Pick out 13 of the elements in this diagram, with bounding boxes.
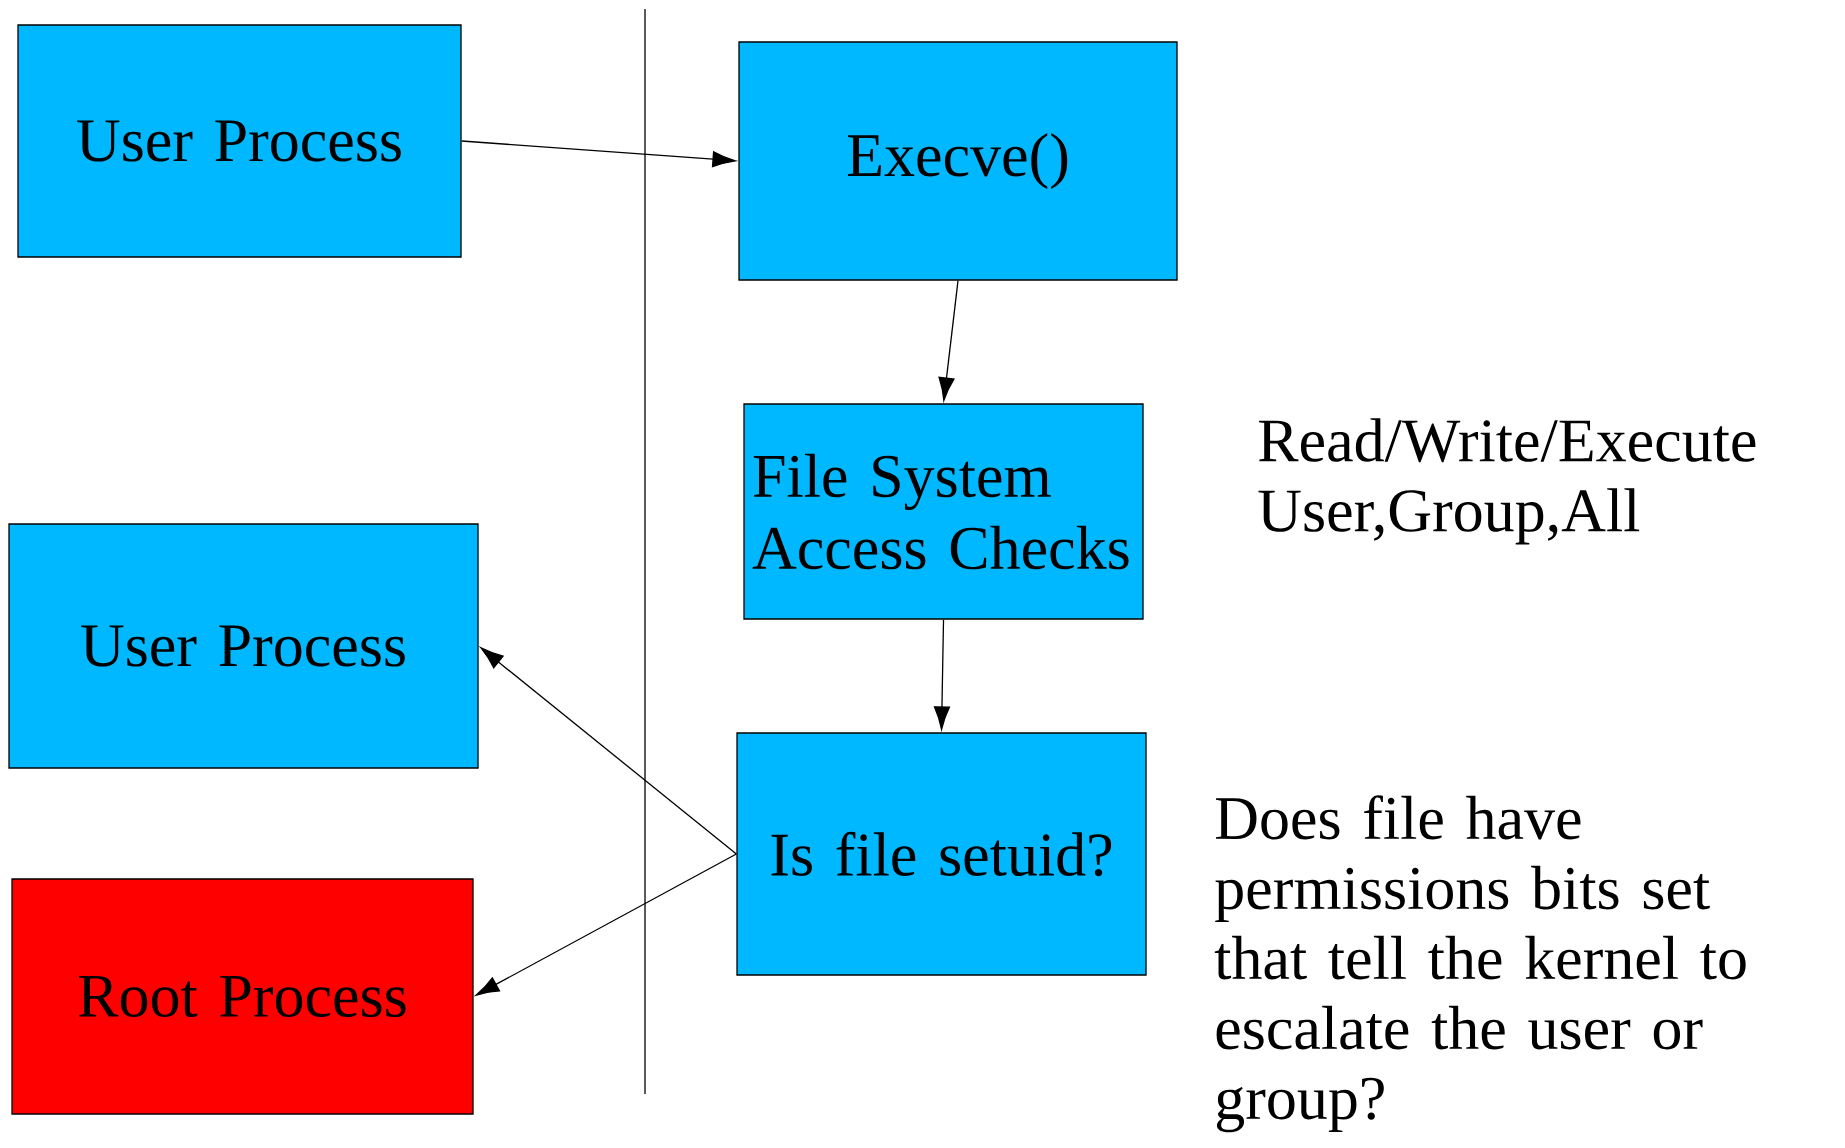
arrow — [461, 140, 736, 168]
note-text: Does file have permissions bits set that tell the kernel to escalate the user or group? — [1214, 795, 1746, 1133]
process-box: Root Process — [11, 878, 474, 1115]
arrow — [480, 647, 737, 855]
process-box: Execve() — [738, 41, 1178, 281]
arrow — [933, 619, 951, 730]
process-box: User Process — [8, 523, 479, 769]
process-box: Is file setuid? — [736, 732, 1147, 976]
process-box: File System Access Checks — [743, 403, 1144, 620]
process-box: User Process — [17, 24, 462, 258]
arrow — [475, 853, 737, 996]
arrow — [938, 280, 959, 401]
note-text: Read/Write/Execute User,Group,All — [1258, 418, 1756, 545]
